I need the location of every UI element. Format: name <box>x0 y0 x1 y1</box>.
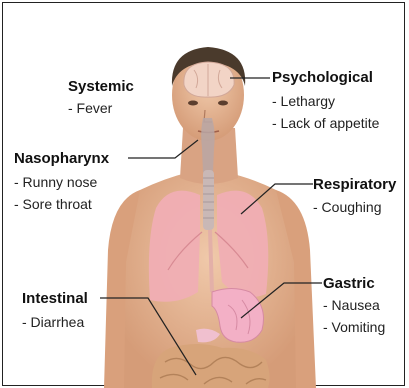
label-nasopharynx-item: - Sore throat <box>14 196 92 212</box>
label-psychological-item: - Lack of appetite <box>272 115 379 131</box>
label-psychological-item: - Lethargy <box>272 93 335 109</box>
label-gastric-title: Gastric <box>323 275 375 292</box>
label-intestinal-title: Intestinal <box>22 290 88 307</box>
left-lung <box>149 191 200 302</box>
label-intestinal-item: - Diarrhea <box>22 314 84 330</box>
label-systemic-title: Systemic <box>68 78 134 95</box>
right-lung <box>217 191 268 297</box>
label-gastric-item: - Nausea <box>323 297 380 313</box>
label-gastric-item: - Vomiting <box>323 319 385 335</box>
nasopharynx-passage <box>201 118 214 172</box>
label-nasopharynx-title: Nasopharynx <box>14 150 109 167</box>
label-systemic-item: - Fever <box>68 100 112 116</box>
label-respiratory-item: - Coughing <box>313 199 382 215</box>
brain <box>184 62 234 97</box>
label-nasopharynx-item: - Runny nose <box>14 174 97 190</box>
label-psychological-title: Psychological <box>272 69 373 86</box>
trachea <box>203 170 214 230</box>
label-respiratory-title: Respiratory <box>313 176 396 193</box>
